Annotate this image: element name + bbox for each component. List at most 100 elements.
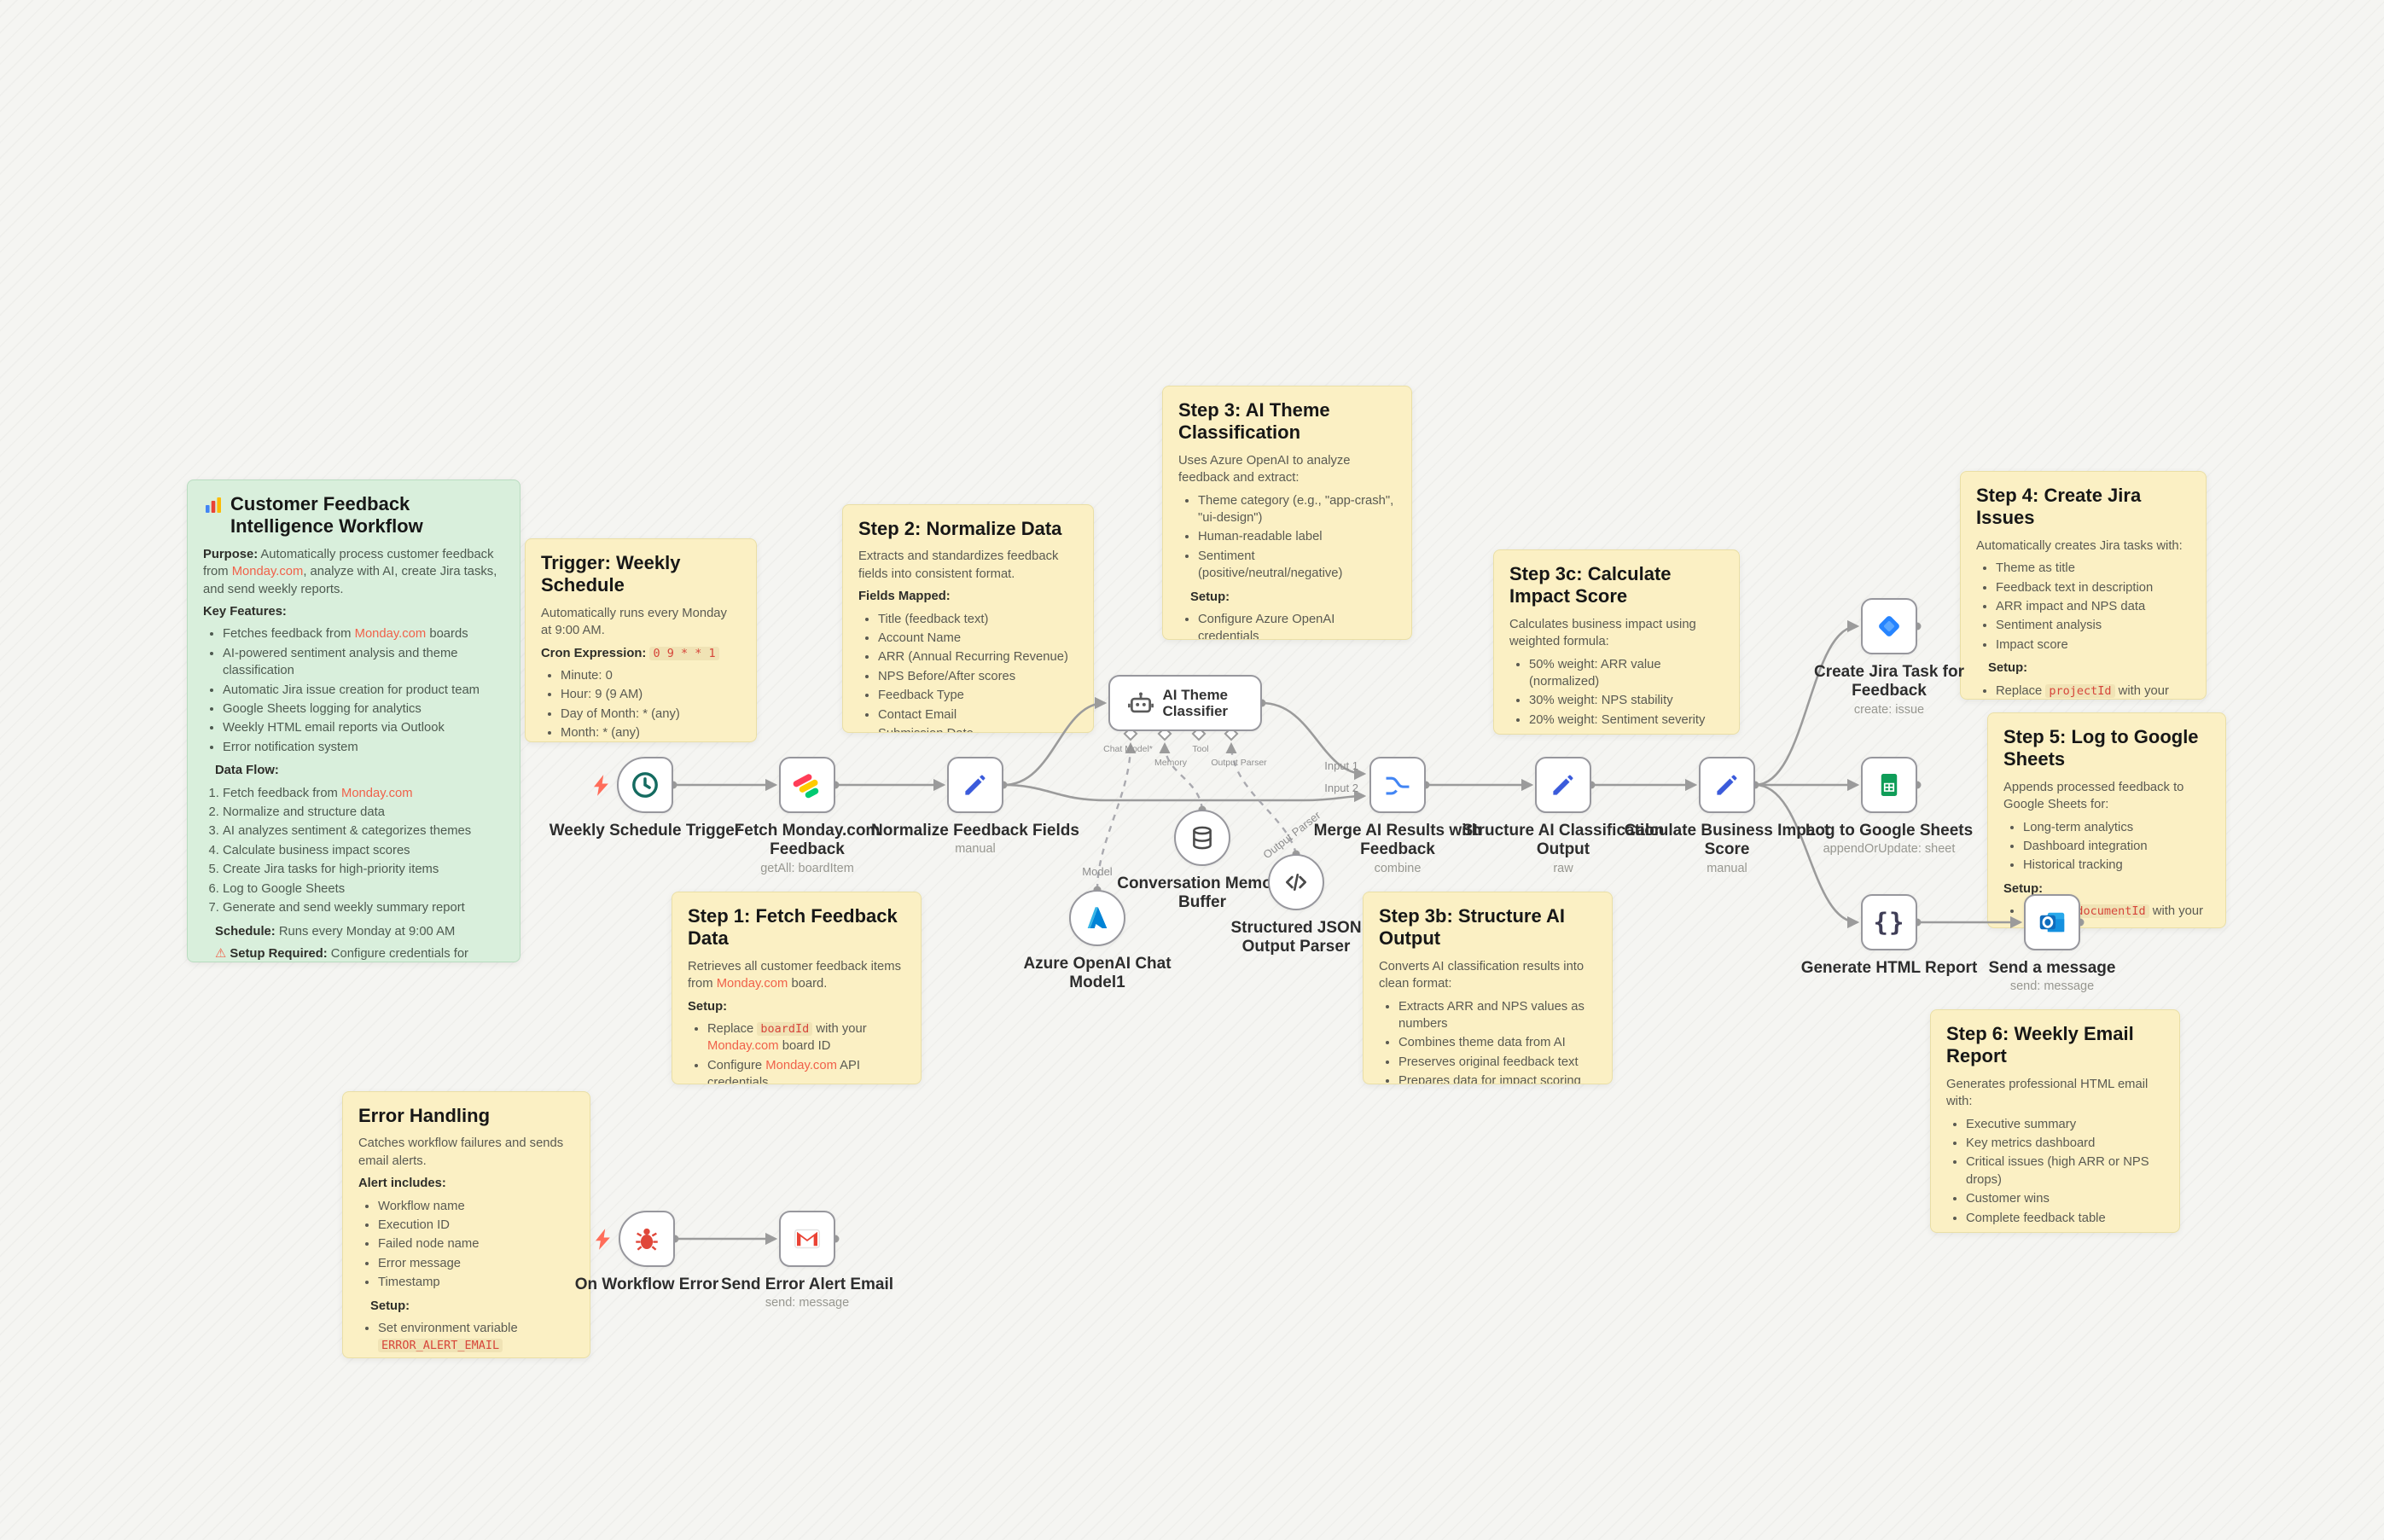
note-bullet: Minute: 0 <box>561 667 741 684</box>
note-text: Calculates business impact using weighte… <box>1509 617 1696 649</box>
node-conversation-memory-buffer[interactable]: Conversation Memory Buffer <box>1117 810 1288 911</box>
node-structured-json-output-parser[interactable]: Structured JSON Output Parser <box>1230 854 1362 956</box>
note-bullet: Fetches feedback from Monday.com boards <box>223 625 504 642</box>
bar-chart-icon <box>206 497 221 513</box>
node-on-workflow-error[interactable]: On Workflow Error <box>575 1211 718 1293</box>
note-bullet: ARR impact and NPS data <box>1996 598 2190 615</box>
note-bullet: Configure Azure OpenAI credentials <box>1198 611 1396 639</box>
note-bullet: Feedback text in description <box>1996 579 2190 596</box>
node-box <box>779 757 835 813</box>
note-bullet: Impact score <box>1996 636 2190 654</box>
sticky-note-step4[interactable]: Step 4: Create Jira Issues Automatically… <box>1960 471 2207 700</box>
note-text: Uses Azure OpenAI to analyze feedback an… <box>1178 453 1351 485</box>
node-ai-theme-classifier[interactable]: AI Theme Classifier <box>1108 675 1262 731</box>
sticky-note-step3c[interactable]: Step 3c: Calculate Impact Score Calculat… <box>1493 549 1740 735</box>
note-bullet: Sentiment analysis <box>1996 617 2190 634</box>
node-label: Generate HTML Report <box>1800 959 1978 977</box>
pencil-icon <box>1553 775 1573 795</box>
sticky-note-trigger-schedule[interactable]: Trigger: Weekly Schedule Automatically r… <box>525 538 757 742</box>
node-box: AI Theme Classifier <box>1108 675 1262 731</box>
robot-icon <box>1127 692 1154 713</box>
sticky-note-step6[interactable]: Step 6: Weekly Email Report Generates pr… <box>1930 1009 2180 1233</box>
note-title: Step 2: Normalize Data <box>858 518 1062 539</box>
note-text: Appends processed feedback to Google She… <box>2003 780 2184 812</box>
node-label: Azure OpenAI Chat Model1 <box>1023 955 1172 992</box>
trigger-bolt-icon <box>596 1229 610 1250</box>
note-bullet: Weekly HTML email reports via Outlook <box>223 719 504 736</box>
note-list: Title (feedback text)Account NameARR (An… <box>858 611 1078 732</box>
note-list: Extracts ARR and NPS values as numbersCo… <box>1379 998 1596 1084</box>
node-generate-html-report[interactable]: {} Generate HTML Report <box>1801 894 1977 977</box>
sticky-note-step5[interactable]: Step 5: Log to Google Sheets Appends pro… <box>1987 712 2226 928</box>
note-title: Step 3b: Structure AI Output <box>1379 905 1565 950</box>
note-text: ⚠ Setup Required: Configure credentials … <box>215 946 468 961</box>
node-label: Conversation Memory Buffer <box>1117 875 1288 912</box>
note-text: Automatically creates Jira tasks with: <box>1976 538 2183 553</box>
note-heading: Fields Mapped: <box>858 590 951 604</box>
note-bullet: Historical tracking <box>2023 857 2210 874</box>
sticky-note-step3[interactable]: Step 3: AI Theme Classification Uses Azu… <box>1162 386 1412 640</box>
sticky-note-overview[interactable]: Customer Feedback Intelligence Workflow … <box>187 479 520 962</box>
note-heading: Setup: <box>1190 590 1230 604</box>
note-bullet: Create Jira tasks for high-priority item… <box>223 861 504 878</box>
sticky-note-step3b[interactable]: Step 3b: Structure AI Output Converts AI… <box>1363 892 1613 1084</box>
node-subtitle: send: message <box>765 1296 850 1310</box>
note-bullet: Long-term analytics <box>2023 819 2210 836</box>
pencil-icon <box>1717 775 1737 795</box>
sticky-note-step2[interactable]: Step 2: Normalize Data Extracts and stan… <box>842 504 1094 733</box>
port-label-tool: Tool <box>1192 744 1209 754</box>
clock-icon <box>632 772 658 798</box>
note-bullet: Set environment variable ERROR_ALERT_EMA… <box>378 1320 574 1355</box>
note-text: Schedule: Runs every Monday at 9:00 AM <box>215 924 456 939</box>
note-title: Customer Feedback Intelligence Workflow <box>203 493 504 538</box>
note-title: Step 3c: Calculate Impact Score <box>1509 563 1672 607</box>
node-box <box>2024 894 2080 950</box>
braces-icon: {} <box>1873 908 1905 937</box>
sticky-note-error-handling[interactable]: Error Handling Catches workflow failures… <box>342 1091 590 1358</box>
note-bullet: ARR (Annual Recurring Revenue) <box>878 648 1078 665</box>
sticky-note-step1[interactable]: Step 1: Fetch Feedback Data Retrieves al… <box>672 892 922 1084</box>
node-azure-openai-chat-model[interactable]: Azure OpenAI Chat Model1 <box>1023 890 1172 991</box>
google-sheets-icon <box>1881 773 1898 797</box>
database-icon <box>1193 826 1212 850</box>
note-list: Theme category (e.g., "app-crash", "ui-d… <box>1178 492 1396 583</box>
note-bullet: Complete feedback table <box>1966 1210 2164 1227</box>
node-box <box>619 1211 675 1267</box>
note-bullet: 20% weight: Sentiment severity <box>1529 712 1724 729</box>
note-bullet: Failed node name <box>378 1235 574 1252</box>
note-text: Extracts and standardizes feedback field… <box>858 549 1059 581</box>
note-title: Step 5: Log to Google Sheets <box>2003 726 2199 770</box>
note-title: Trigger: Weekly Schedule <box>541 552 681 596</box>
node-box <box>1369 757 1426 813</box>
node-box <box>1699 757 1755 813</box>
wire-label-input2: Input 2 <box>1324 782 1358 794</box>
note-bullet: Theme as title <box>1996 560 2190 577</box>
node-weekly-schedule-trigger[interactable]: Weekly Schedule Trigger <box>549 757 741 840</box>
note-list: Executive summaryKey metrics dashboardCr… <box>1946 1116 2164 1227</box>
note-bullet: Contact Email <box>878 706 1078 724</box>
pencil-icon <box>965 775 986 795</box>
note-bullet: Extracts ARR and NPS values as numbers <box>1398 998 1596 1033</box>
node-subtitle: send: message <box>2009 979 2095 994</box>
note-bullet: Account Name <box>878 630 1078 647</box>
node-subtitle: getAll: boardItem <box>760 861 854 875</box>
note-text: Catches workflow failures and sends emai… <box>358 1136 564 1168</box>
note-bullet: AI-powered sentiment analysis and theme … <box>223 645 504 680</box>
note-title: Step 3: AI Theme Classification <box>1178 399 1330 444</box>
note-bullet: Key metrics dashboard <box>1966 1135 2164 1152</box>
azure-icon <box>1087 907 1108 929</box>
note-list: Long-term analyticsDashboard integration… <box>2003 819 2210 875</box>
note-text: Cron Expression: 0 9 * * 1 <box>541 645 741 662</box>
